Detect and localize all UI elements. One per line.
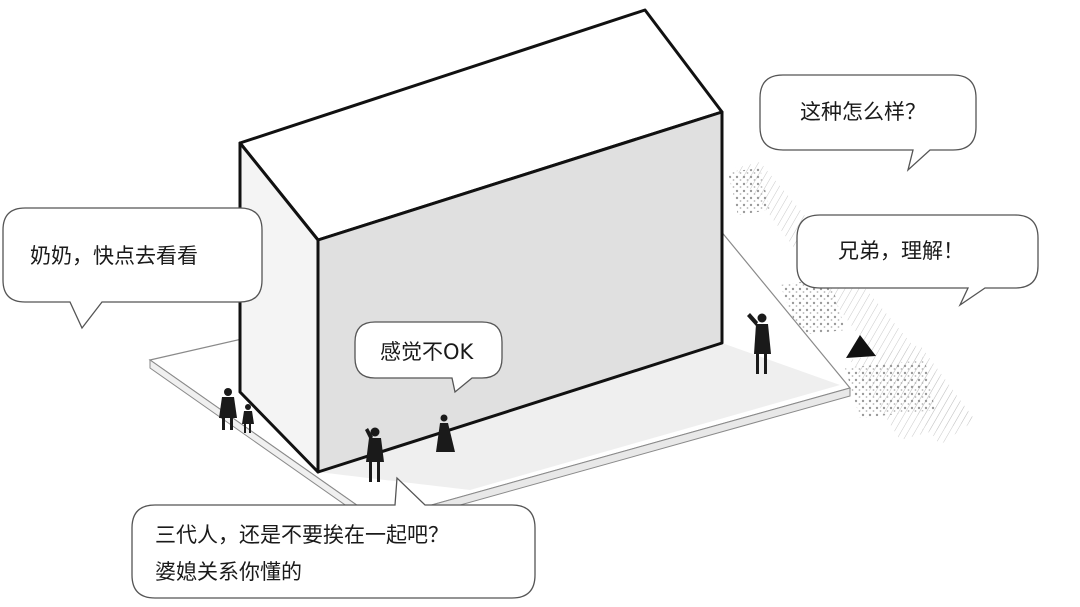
bubble-text-xiongdi: 兄弟，理解！ [838, 239, 964, 263]
person-figure-woman [436, 414, 455, 452]
person-figure-grandma [219, 388, 237, 430]
vegetation-patch [845, 360, 935, 418]
building-front-face [316, 110, 724, 474]
north-arrow-icon [846, 335, 876, 358]
speech-bubble-zenme [759, 74, 977, 172]
vegetation-patch [728, 168, 770, 215]
bubble-text-ganjue: 感觉不OK [380, 340, 474, 364]
bubble-text-zenme: 这种怎么样？ [800, 100, 926, 124]
person-figure-man-thinking [365, 427, 384, 482]
speech-bubble-sandai [131, 476, 536, 599]
person-figure-child [242, 404, 254, 433]
building-shadow [318, 343, 840, 490]
speech-bubble-xiongdi [796, 214, 1039, 307]
bubble-text-nainai: 奶奶，快点去看看 [30, 244, 198, 268]
speech-bubble-ganjue [354, 321, 503, 394]
person-figure-man-waving [747, 313, 771, 374]
speech-bubble-nainai [2, 207, 263, 330]
vegetation-patch [780, 278, 845, 335]
bubble-text-sandai-line1: 三代人，还是不要挨在一起吧？ [155, 523, 449, 547]
bubble-text-sandai-line2: 婆媳关系你懂的 [155, 560, 302, 584]
